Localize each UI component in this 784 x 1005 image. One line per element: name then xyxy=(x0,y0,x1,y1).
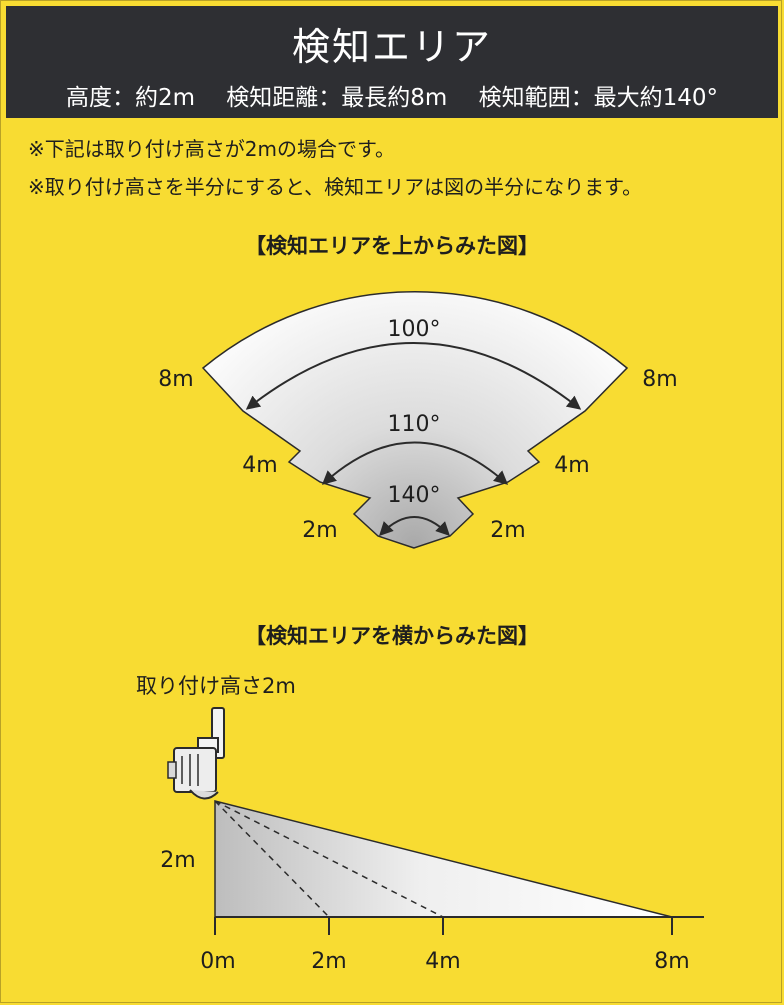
tick-label-8m: 8m xyxy=(654,949,689,974)
spec-line: 高度：約2m 検知距離：最長約8m 検知範囲：最大約140° xyxy=(6,78,778,112)
tick-label-2m: 2m xyxy=(311,949,346,974)
tick-label-0m: 0m xyxy=(200,949,235,974)
distance-label-2m-left: 2m xyxy=(302,518,337,543)
angle-arc-100 xyxy=(245,342,582,410)
angle-label-140: 140° xyxy=(388,483,441,508)
header-banner: 検知エリア 高度：約2m 検知距離：最長約8m 検知範囲：最大約140° xyxy=(6,6,778,118)
distance-label-2m-right: 2m xyxy=(490,518,525,543)
tick-label-4m: 4m xyxy=(425,949,460,974)
sensor-light-icon xyxy=(167,707,225,800)
angle-label-100: 100° xyxy=(388,317,441,342)
note-half-height: ※取り付け高さを半分にすると、検知エリアは図の半分になります。 xyxy=(28,175,643,199)
angle-label-110: 110° xyxy=(388,412,441,437)
spec-range: 検知範囲：最大約140° xyxy=(478,85,719,111)
side-detection-area xyxy=(214,800,673,918)
side-view-caption: 【検知エリアを横からみた図】 xyxy=(245,624,539,648)
top-view-caption: 【検知エリアを上からみた図】 xyxy=(245,234,539,258)
note-mount-height: ※下記は取り付け高さが2mの場合です。 xyxy=(28,137,395,161)
mount-height-label: 取り付け高さ2m xyxy=(136,674,296,698)
top-view-diagram: 100° 110° 140° 8m 8m 4m 4m 2m 2m xyxy=(158,291,678,549)
distance-label-8m-right: 8m xyxy=(642,367,677,392)
distance-label-4m-left: 4m xyxy=(242,453,277,478)
distance-label-8m-left: 8m xyxy=(158,367,193,392)
detection-zones-shape xyxy=(201,291,629,549)
beam-line-2m xyxy=(214,800,330,918)
beam-line-4m xyxy=(214,800,444,918)
spec-distance: 検知距離：最長約8m xyxy=(226,85,448,111)
side-view-diagram: 0m 2m 4m 8m 2m xyxy=(160,800,704,974)
angle-arc-140 xyxy=(379,516,450,537)
page-title: 検知エリア xyxy=(291,25,492,69)
spec-height: 高度：約2m xyxy=(65,85,195,111)
angle-arc-110 xyxy=(321,441,509,485)
distance-label-4m-right: 4m xyxy=(554,453,589,478)
height-label: 2m xyxy=(160,848,195,873)
